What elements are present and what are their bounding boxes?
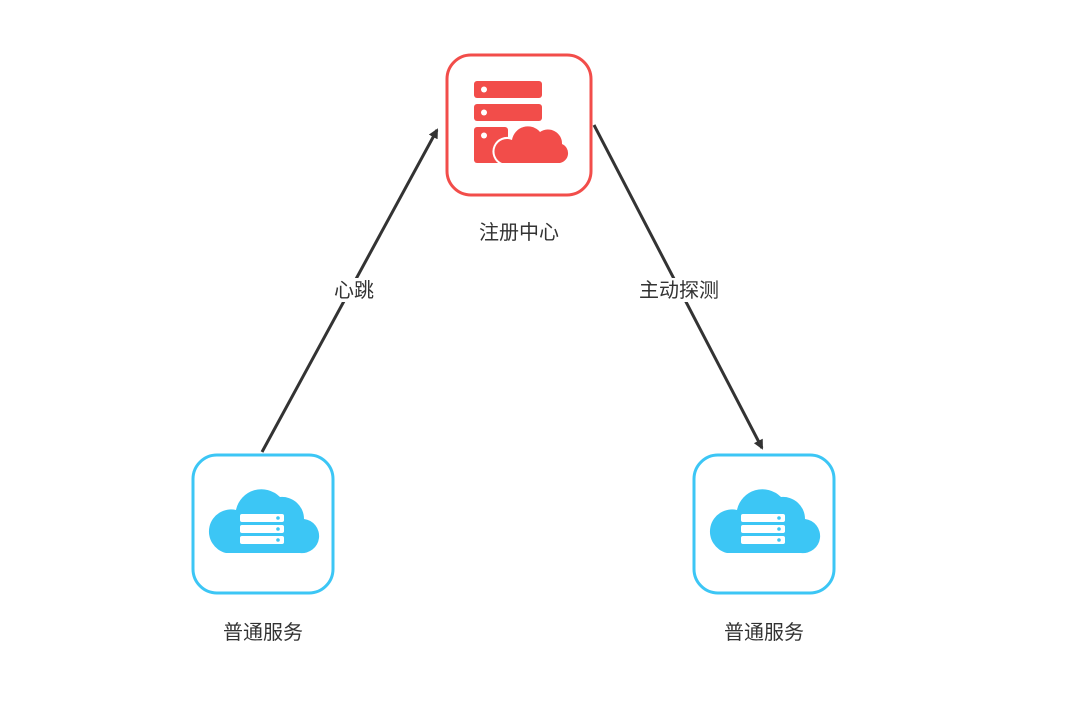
registry-node[interactable] bbox=[445, 53, 593, 197]
cloud-server-icon bbox=[208, 489, 320, 554]
service-right-label: 普通服务 bbox=[724, 620, 804, 644]
registry-label: 注册中心 bbox=[479, 220, 559, 244]
probe-label: 主动探测 bbox=[635, 278, 723, 302]
heartbeat-label: 心跳 bbox=[330, 278, 378, 302]
cloud-server-icon bbox=[709, 489, 821, 554]
service-left-label: 普通服务 bbox=[223, 620, 303, 644]
service-node-left[interactable] bbox=[191, 453, 335, 595]
server-cloud-icon bbox=[474, 81, 571, 165]
service-node-right[interactable] bbox=[692, 453, 836, 595]
